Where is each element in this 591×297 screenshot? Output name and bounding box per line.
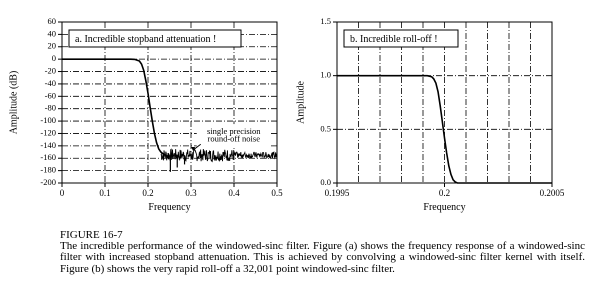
y-tick-label: -160 <box>40 152 56 162</box>
chart-title: b. Incredible roll-off ! <box>350 34 438 45</box>
x-tick-label: 0.1 <box>99 188 110 198</box>
y-tick-label: 0.0 <box>320 177 331 187</box>
y-tick-label: -60 <box>45 90 56 100</box>
annotation-arrow <box>192 143 202 151</box>
y-tick-label: 60 <box>48 16 57 26</box>
annotation-arrowhead <box>191 147 196 152</box>
annotation-text: single precision <box>207 126 261 136</box>
x-tick-label: 0.3 <box>185 188 197 198</box>
y-tick-label: 20 <box>48 41 57 51</box>
x-tick-label: 0 <box>60 188 65 198</box>
y-tick-label: -100 <box>40 115 56 125</box>
chart-a: 0 0.1 0.2 0.3 0.4 0.5 60 40 20 0 -20 -40 -60 -80 -100 -… <box>8 16 283 213</box>
chart-title: a. Incredible stopband attenuation ! <box>75 34 216 45</box>
annotation-box <box>196 124 271 149</box>
x-tick-label: 0.2005 <box>540 188 565 198</box>
figure-caption-text: The incredible performance of the window… <box>60 240 585 275</box>
y-tick-label: -120 <box>40 127 56 137</box>
x-tick-label: 0.2 <box>142 188 153 198</box>
figure-label: FIGURE 16-7 <box>60 229 123 241</box>
y-tick-label: -20 <box>45 65 56 75</box>
y-tick-label: 0 <box>52 53 56 63</box>
series-line <box>62 58 166 156</box>
figure-caption: FIGURE 16-7 The incredible performance o… <box>60 229 585 275</box>
y-tick-label: 1.0 <box>320 70 331 80</box>
y-tick-label: -80 <box>45 103 56 113</box>
x-axis-label: Frequency <box>423 202 465 213</box>
annotation-text: round-off noise <box>207 133 260 143</box>
series-line <box>337 74 552 184</box>
x-tick-label: 0.1995 <box>325 188 350 198</box>
x-tick-label: 0.4 <box>228 188 240 198</box>
y-axis-label: Amplitude <box>295 81 306 124</box>
y-tick-label: -180 <box>40 165 56 175</box>
x-axis-label: Frequency <box>148 202 190 213</box>
y-axis-label: Amplitude (dB) <box>8 71 19 135</box>
chart-title-box <box>68 29 242 48</box>
y-tick-label: -140 <box>40 140 56 150</box>
y-tick-label: 0.5 <box>320 123 331 133</box>
plot-frame <box>61 21 278 184</box>
y-tick-label: 1.5 <box>320 16 331 26</box>
y-tick-label: -40 <box>45 78 56 88</box>
x-tick-label: 0.2 <box>439 188 450 198</box>
y-tick-label: 40 <box>48 28 57 38</box>
x-tick-label: 0.5 <box>271 188 283 198</box>
y-tick-label: -200 <box>40 177 56 187</box>
chart-title-box <box>343 29 459 48</box>
noise-line <box>160 148 278 163</box>
